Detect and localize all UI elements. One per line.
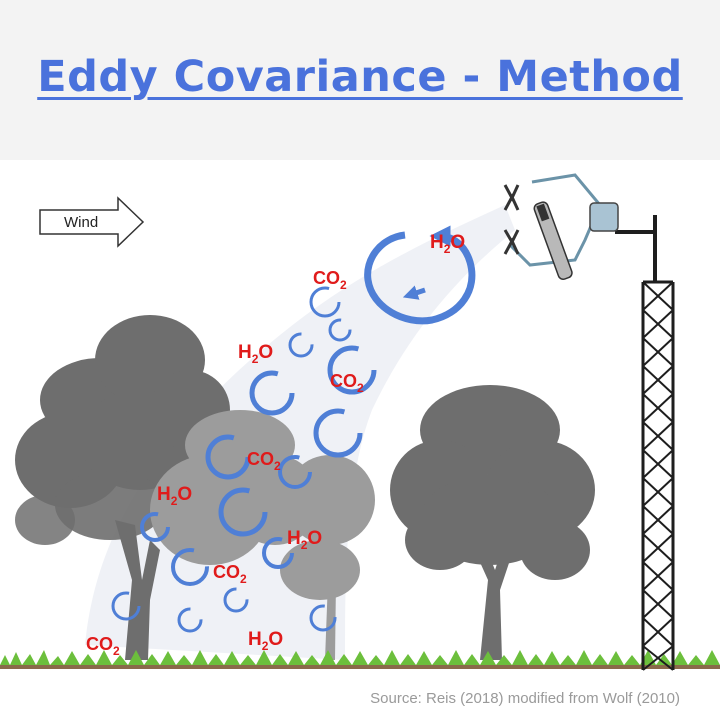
gas-label: CO2 [247, 449, 281, 473]
gas-label: H2O [248, 629, 283, 653]
gas-label: CO2 [330, 371, 364, 395]
eddy-large-inner [402, 285, 426, 300]
eddy-diagram: Wind H2O CO2 H2O CO2 CO2 H2O H2O CO2 CO2… [0, 173, 720, 671]
ground-line [0, 665, 720, 669]
grass [0, 650, 720, 665]
eddy [309, 604, 337, 632]
eddy [140, 512, 170, 542]
eddy [111, 591, 141, 621]
tower [615, 215, 675, 671]
eddy [309, 286, 341, 318]
gas-label: CO2 [86, 634, 120, 658]
title-band [0, 0, 720, 160]
eddy [327, 345, 377, 395]
eddy [223, 587, 249, 613]
eddy [328, 318, 352, 342]
gas-label: H2O [157, 484, 192, 508]
tree-right [390, 385, 595, 660]
gas-label: CO2 [213, 562, 247, 586]
eddy [177, 607, 203, 633]
eddies [111, 225, 476, 633]
eddy [313, 408, 363, 458]
eddy [262, 537, 294, 569]
eddy [278, 455, 312, 489]
tree-middle [150, 410, 375, 660]
gas-label: CO2 [313, 268, 347, 292]
eddy [288, 332, 314, 358]
gas-label: H2O [287, 528, 322, 552]
wind-label: Wind [64, 214, 98, 231]
gas-label: H2O [430, 232, 465, 256]
wind-arrow: Wind [39, 196, 145, 248]
eddy [205, 434, 251, 480]
eddy-large [364, 225, 476, 325]
eddy [218, 487, 268, 537]
gas-labels: H2O CO2 H2O CO2 CO2 H2O H2O CO2 CO2 H2O [86, 232, 465, 658]
eddy [171, 548, 209, 586]
gas-label: H2O [238, 342, 273, 366]
page-title: Eddy Covariance - Method [37, 52, 683, 102]
instrument-gas-analyzer [533, 201, 573, 281]
source-caption: Source: Reis (2018) modified from Wolf (… [370, 690, 680, 707]
eddy [249, 370, 295, 416]
instrument-sonic-anemometer [503, 173, 619, 267]
